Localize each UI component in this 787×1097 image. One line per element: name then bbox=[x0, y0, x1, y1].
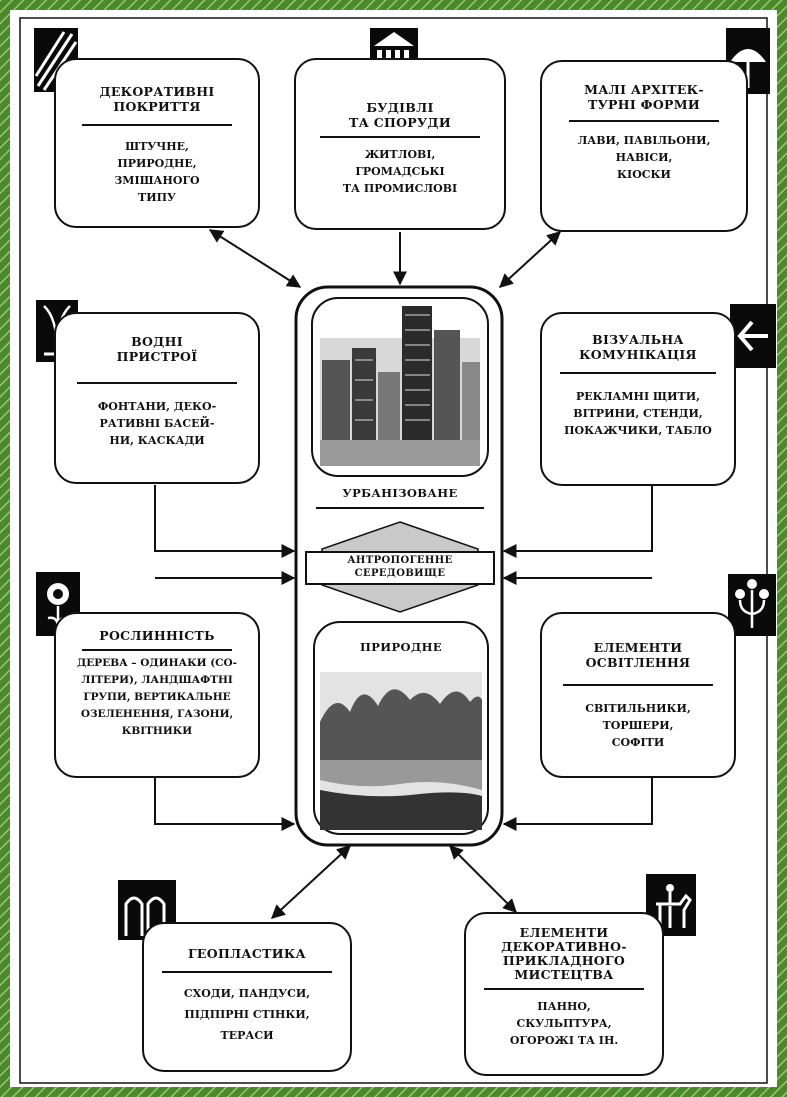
small-forms-box: МАЛІ АРХІТЕК- ТУРНІ ФОРМИ ЛАВИ, ПАВІЛЬОН… bbox=[540, 60, 748, 232]
lighting-title-line2: ОСВІТЛЕННЯ bbox=[585, 655, 691, 670]
vegetation-body-line5: КВІТНИКИ bbox=[121, 725, 193, 737]
vegetation-box: РОСЛИННІСТЬ ДЕРЕВА – ОДИНАКИ (СО- ЛІТЕРИ… bbox=[54, 612, 260, 778]
small-forms-body-line2: НАВІСИ, bbox=[615, 151, 673, 164]
buildings-divider bbox=[320, 136, 480, 138]
small-forms-divider bbox=[569, 120, 719, 122]
decorative-art-body-line1: ПАННО, bbox=[537, 1000, 591, 1013]
water-devices-title-line2: ПРИСТРОЇ bbox=[116, 349, 198, 364]
decorative-coverings-body-line4: ТИПУ bbox=[138, 191, 176, 204]
decorative-coverings-title-line2: ПОКРИТТЯ bbox=[113, 99, 201, 114]
buildings-box: БУДІВЛІ ТА СПОРУДИ ЖИТЛОВІ, ГРОМАДСЬКІ Т… bbox=[294, 58, 506, 230]
water-devices-body-line3: НИ, КАСКАДИ bbox=[109, 434, 205, 447]
visual-communication-body-line1: РЕКЛАМНІ ЩИТИ, bbox=[576, 390, 700, 403]
geoplastics-body-line3: ТЕРАСИ bbox=[220, 1029, 274, 1042]
buildings-body-line2: ГРОМАДСЬКІ bbox=[355, 165, 445, 178]
lamp-icon bbox=[728, 574, 776, 636]
horse-rider-icon bbox=[646, 874, 696, 936]
decorative-coverings-title-line1: ДЕКОРАТИВНІ bbox=[99, 84, 215, 99]
geoplastics-divider bbox=[162, 971, 332, 973]
urban-image bbox=[311, 297, 489, 509]
urban-label: УРБАНІЗОВАНЕ bbox=[342, 486, 458, 500]
lighting-title-line1: ЕЛЕМЕНТИ bbox=[593, 640, 683, 655]
connectors bbox=[154, 229, 653, 919]
decorative-art-title-line1: ЕЛЕМЕНТИ bbox=[519, 925, 609, 940]
decorative-coverings-divider bbox=[82, 124, 232, 126]
anthropogenic-hexagon bbox=[305, 521, 495, 613]
water-devices-box: ВОДНІ ПРИСТРОЇ ФОНТАНИ, ДЕКО- РАТИВНІ БА… bbox=[54, 312, 260, 484]
buildings-title-line2: ТА СПОРУДИ bbox=[349, 115, 451, 130]
anthropogenic-label-line2: СЕРЕДОВИЩЕ bbox=[354, 568, 446, 579]
visual-communication-divider bbox=[560, 372, 716, 374]
geoplastics-body-line2: ПІДПІРНІ СТІНКИ, bbox=[184, 1008, 310, 1021]
decorative-coverings-body-line2: ПРИРОДНЕ, bbox=[117, 157, 197, 170]
decorative-art-divider bbox=[484, 988, 644, 990]
lighting-box: ЕЛЕМЕНТИ ОСВІТЛЕННЯ СВІТИЛЬНИКИ, ТОРШЕРИ… bbox=[540, 612, 736, 778]
buildings-body-line1: ЖИТЛОВІ, bbox=[364, 148, 436, 161]
buildings-title-line1: БУДІВЛІ bbox=[366, 100, 434, 115]
water-devices-title-line1: ВОДНІ bbox=[131, 334, 183, 349]
small-forms-title-line2: ТУРНІ ФОРМИ bbox=[588, 97, 700, 112]
decorative-art-body-line3: ОГОРОЖІ ТА ІН. bbox=[509, 1034, 619, 1047]
geoplastics-body-line1: СХОДИ, ПАНДУСИ, bbox=[183, 987, 311, 1000]
geoplastics-box: ГЕОПЛАСТИКА СХОДИ, ПАНДУСИ, ПІДПІРНІ СТІ… bbox=[142, 922, 352, 1072]
small-forms-body-line1: ЛАВИ, ПАВІЛЬОНИ, bbox=[577, 134, 711, 147]
decorative-art-body-line2: СКУЛЬПТУРА, bbox=[516, 1017, 612, 1030]
decorative-art-box: ЕЛЕМЕНТИ ДЕКОРАТИВНО- ПРИКЛАДНОГО МИСТЕЦ… bbox=[464, 912, 664, 1076]
arrow-sign-icon bbox=[730, 304, 776, 368]
visual-communication-title-line2: КОМУНІКАЦІЯ bbox=[579, 347, 697, 362]
vegetation-body-line1: ДЕРЕВА – ОДИНАКИ (СО- bbox=[76, 657, 238, 669]
vegetation-divider bbox=[82, 649, 232, 651]
decorative-art-title-line4: МИСТЕЦТВА bbox=[514, 967, 614, 982]
small-forms-body-line3: КІОСКИ bbox=[617, 168, 671, 181]
visual-communication-box: ВІЗУАЛЬНА КОМУНІКАЦІЯ РЕКЛАМНІ ЩИТИ, ВІТ… bbox=[540, 312, 736, 486]
anthropogenic-label-line1: АНТРОПОГЕННЕ bbox=[347, 555, 453, 566]
decorative-coverings-body-line1: ШТУЧНЕ, bbox=[125, 140, 189, 153]
vegetation-body-line3: ГРУПИ, ВЕРТИКАЛЬНЕ bbox=[83, 691, 231, 703]
water-devices-body-line1: ФОНТАНИ, ДЕКО- bbox=[97, 400, 217, 413]
decorative-art-title-line2: ДЕКОРАТИВНО- bbox=[501, 939, 627, 954]
water-devices-divider bbox=[77, 382, 237, 384]
small-forms-title-line1: МАЛІ АРХІТЕК- bbox=[584, 82, 704, 97]
decorative-coverings-box: ДЕКОРАТИВНІ ПОКРИТТЯ ШТУЧНЕ, ПРИРОДНЕ, З… bbox=[54, 58, 260, 228]
vegetation-body-line4: ОЗЕЛЕНЕННЯ, ГАЗОНИ, bbox=[80, 708, 234, 720]
visual-communication-title-line1: ВІЗУАЛЬНА bbox=[592, 332, 684, 347]
visual-communication-body-line2: ВІТРИНИ, СТЕНДИ, bbox=[573, 407, 703, 420]
lighting-body-line3: СОФІТИ bbox=[611, 736, 665, 749]
vegetation-title: РОСЛИННІСТЬ bbox=[99, 628, 215, 643]
geoplastics-title: ГЕОПЛАСТИКА bbox=[188, 946, 306, 961]
buildings-body-line3: ТА ПРОМИСЛОВІ bbox=[342, 182, 458, 195]
visual-communication-body-line3: ПОКАЖЧИКИ, ТАБЛО bbox=[564, 424, 712, 437]
decorative-coverings-body-line3: ЗМІШАНОГО bbox=[114, 174, 200, 187]
water-devices-body-line2: РАТИВНІ БАСЕЙ- bbox=[99, 417, 215, 430]
natural-label: ПРИРОДНЕ bbox=[359, 640, 443, 654]
natural-image bbox=[313, 621, 489, 835]
lighting-divider bbox=[563, 684, 713, 686]
vegetation-body-line2: ЛІТЕРИ), ЛАНДШАФТНІ bbox=[81, 674, 233, 686]
decorative-art-title-line3: ПРИКЛАДНОГО bbox=[502, 953, 626, 968]
lighting-body-line2: ТОРШЕРИ, bbox=[602, 719, 674, 732]
lighting-body-line1: СВІТИЛЬНИКИ, bbox=[585, 702, 691, 715]
